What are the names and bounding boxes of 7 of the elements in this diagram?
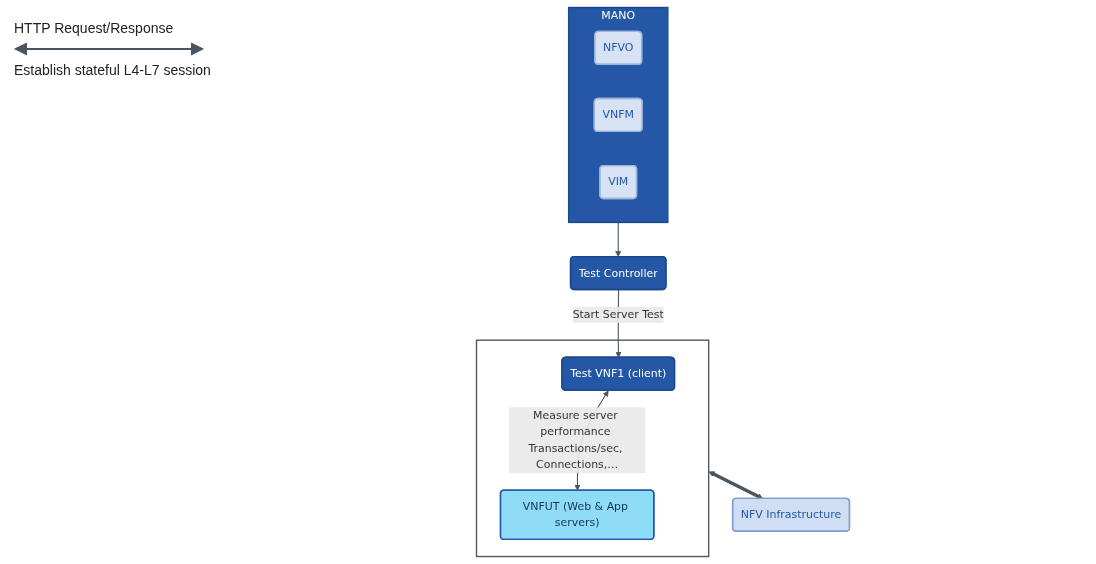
arrow-caption: Establish stateful L4-L7 session [14,62,212,78]
edge-label: Start Server Test [572,308,664,322]
arrow-caption: HTTP Request/Response [14,20,175,36]
edge-label: Measure server performance Transactions/sec, Connections,… [528,408,623,471]
arrow [708,471,764,499]
cluster [475,339,710,558]
arrow [615,221,622,257]
